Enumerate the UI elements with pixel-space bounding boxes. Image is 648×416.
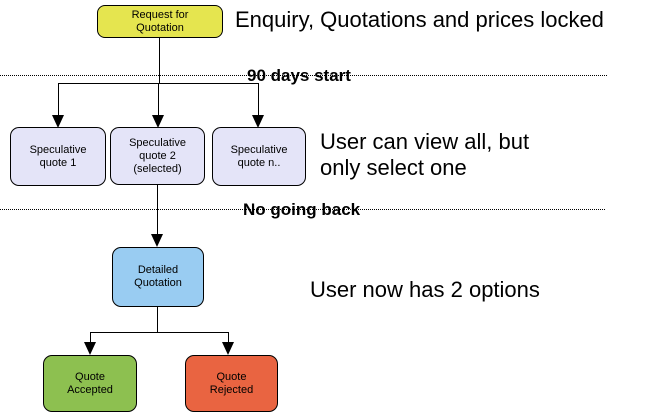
connector-split-horizontal — [90, 332, 229, 333]
milestone-90-days-start: 90 days start — [247, 66, 351, 85]
node-request-for-quotation: Request for Quotation — [97, 5, 223, 38]
node-speculative-quote-n: Speculative quote n.. — [212, 127, 306, 186]
node-speculative-quote-2-label: Speculative quote 2 (selected) — [129, 136, 186, 175]
node-detailed-quotation: Detailed Quotation — [112, 247, 204, 307]
node-quote-accepted-label: Quote Accepted — [67, 370, 113, 396]
node-speculative-quote-1-label: Speculative quote 1 — [29, 143, 87, 169]
node-quote-accepted: Quote Accepted — [43, 355, 137, 412]
arrow-down-icon — [52, 115, 64, 128]
connector-branch-left — [58, 83, 59, 116]
node-quote-rejected: Quote Rejected — [185, 355, 278, 412]
phase-divider-90-days — [0, 75, 607, 76]
connector-quote2-to-detailed — [157, 185, 158, 234]
annotation-view-all: User can view all, but only select one — [320, 129, 530, 180]
connector-branch-right — [258, 83, 259, 116]
milestone-no-going-back: No going back — [243, 200, 361, 219]
arrow-down-icon — [151, 234, 163, 247]
phase-divider-no-going-back — [0, 209, 605, 210]
arrow-down-icon — [152, 115, 164, 128]
connector-split-left — [90, 332, 91, 343]
node-detailed-quotation-label: Detailed Quotation — [134, 264, 182, 289]
node-quote-rejected-label: Quote Rejected — [209, 370, 254, 396]
annotation-enquiry-locked: Enquiry, Quotations and prices locked — [235, 7, 604, 32]
node-speculative-quote-2: Speculative quote 2 (selected) — [110, 127, 205, 185]
node-speculative-quote-n-label: Speculative quote n.. — [230, 143, 288, 169]
connector-request-to-branch — [159, 38, 160, 83]
connector-split-right — [228, 332, 229, 343]
node-request-for-quotation-label: Request for Quotation — [131, 8, 189, 34]
arrow-down-icon — [252, 115, 264, 128]
arrow-down-icon — [84, 342, 96, 355]
arrow-down-icon — [222, 342, 234, 355]
connector-branch-middle — [158, 83, 159, 116]
connector-detailed-to-split — [157, 307, 158, 332]
node-speculative-quote-1: Speculative quote 1 — [10, 127, 106, 186]
annotation-two-options: User now has 2 options — [310, 277, 540, 302]
